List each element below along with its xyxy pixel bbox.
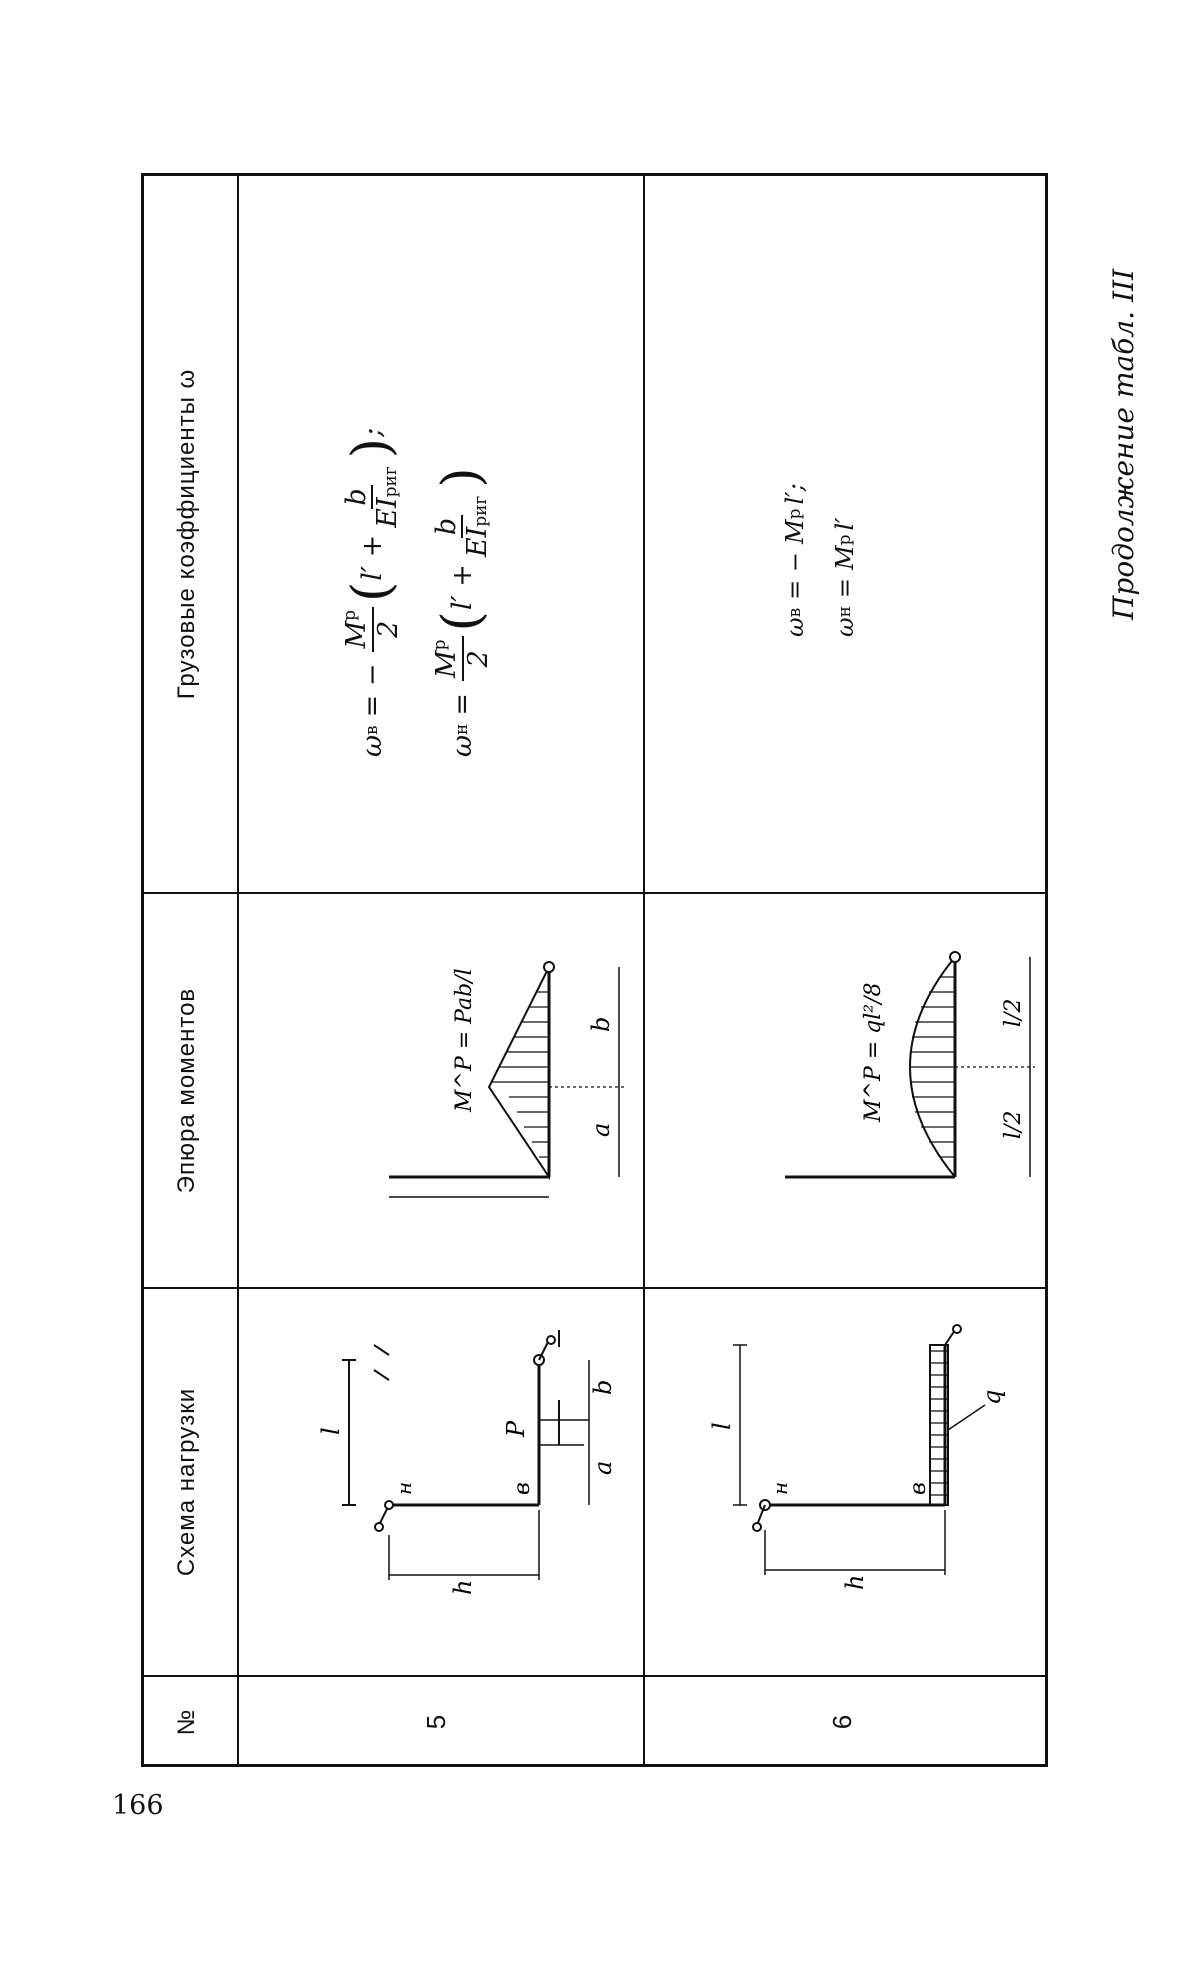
diagram6-label-half-left: l/2 [1001, 1111, 1026, 1139]
diagram5-label-b: b [587, 1017, 615, 1032]
scheme5-label-joint: в [510, 1482, 535, 1495]
row-number-6: 6 [827, 1714, 857, 1730]
row-number-5: 5 [421, 1714, 451, 1730]
table-border-right [141, 173, 1048, 176]
scheme5-label-l: l [317, 1427, 345, 1435]
rotated-table: № Схема нагрузки Эпюра моментов Грузовые… [141, 173, 1048, 1767]
header-moment-diagram: Эпюра моментов [173, 987, 200, 1194]
col-separator-1 [141, 1675, 1048, 1677]
page-number: 166 [112, 1790, 164, 1821]
table-border-top [141, 173, 144, 1767]
table-border-bottom [1045, 173, 1048, 1767]
load-scheme-6: q l h в н [708, 1324, 1006, 1590]
table-border-left [141, 1764, 1048, 1767]
moment-diagram-6: M^P = ql²/8 l/2 l/2 [785, 951, 1035, 1179]
scheme5-label-support: н [392, 1482, 416, 1495]
scheme6-label-q: q [978, 1390, 1006, 1405]
scheme6-label-support: н [768, 1482, 792, 1495]
data-table: № Схема нагрузки Эпюра моментов Грузовые… [141, 173, 1048, 1767]
moment-diagram-5: M^P = Pab/l a b [389, 961, 624, 1198]
scheme6-label-h: h [841, 1575, 869, 1590]
table-caption: Продолжение табл. III [1107, 268, 1140, 620]
scheme5-label-P: P [502, 1420, 530, 1438]
diagram6-label-moment: M^P = ql²/8 [861, 982, 886, 1123]
header-load-coefficients: Грузовые коэффициенты ω [173, 368, 200, 700]
scheme6-label-joint: в [906, 1482, 931, 1495]
scheme5-label-h: h [449, 1580, 477, 1595]
scheme6-label-l: l [708, 1422, 736, 1430]
scheme5-label-b: b [589, 1380, 617, 1395]
diagram6-label-half-right: l/2 [1001, 999, 1026, 1027]
scheme5-label-a: a [589, 1461, 617, 1475]
header-load-scheme: Схема нагрузки [173, 1387, 200, 1577]
diagram5-label-moment: M^P = Pab/l [452, 968, 477, 1113]
diagram5-label-a: a [587, 1123, 615, 1137]
header-number: № [173, 1708, 200, 1736]
load-scheme-5: P l a b h в н [317, 1330, 617, 1595]
